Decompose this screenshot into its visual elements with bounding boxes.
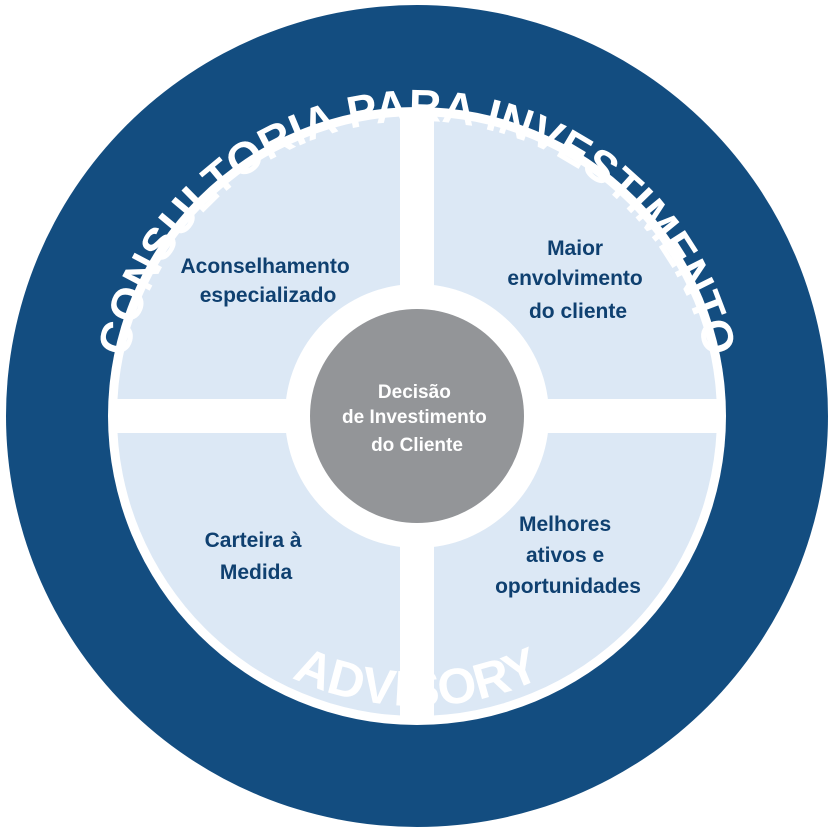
quadrant-top-left-label: Aconselhamento especializado [180,255,355,307]
quadrant-top-right-line: envolvimento [507,267,642,290]
quadrant-bottom-left-label: Carteira à Medida [205,529,308,584]
quadrant-bottom-right-line: oportunidades [495,575,641,598]
quadrant-bottom-left-line: Carteira à [205,529,302,552]
quadrant-bottom-right-line: Melhores [519,513,611,536]
quadrant-bottom-right-label: Melhores ativos e oportunidades [495,513,641,598]
quadrant-top-right-label: Maior envolvimento do cliente [507,237,648,323]
center-label-line: do Cliente [371,435,463,456]
quadrant-bottom-right-line: ativos e [526,544,604,567]
center-label-line: Decisão [378,382,451,403]
quadrant-bottom-left-line: Medida [220,561,293,584]
quadrant-top-right-line: do cliente [529,300,627,323]
quadrant-top-left-line: Aconselhamento [180,255,349,278]
center-label-line: de Investimento [342,407,487,428]
center-label: Decisão de Investimento do Cliente [342,382,492,456]
quadrant-top-right-line: Maior [547,237,603,260]
center-disc [310,309,524,523]
quadrant-top-left-line: especializado [200,284,337,307]
